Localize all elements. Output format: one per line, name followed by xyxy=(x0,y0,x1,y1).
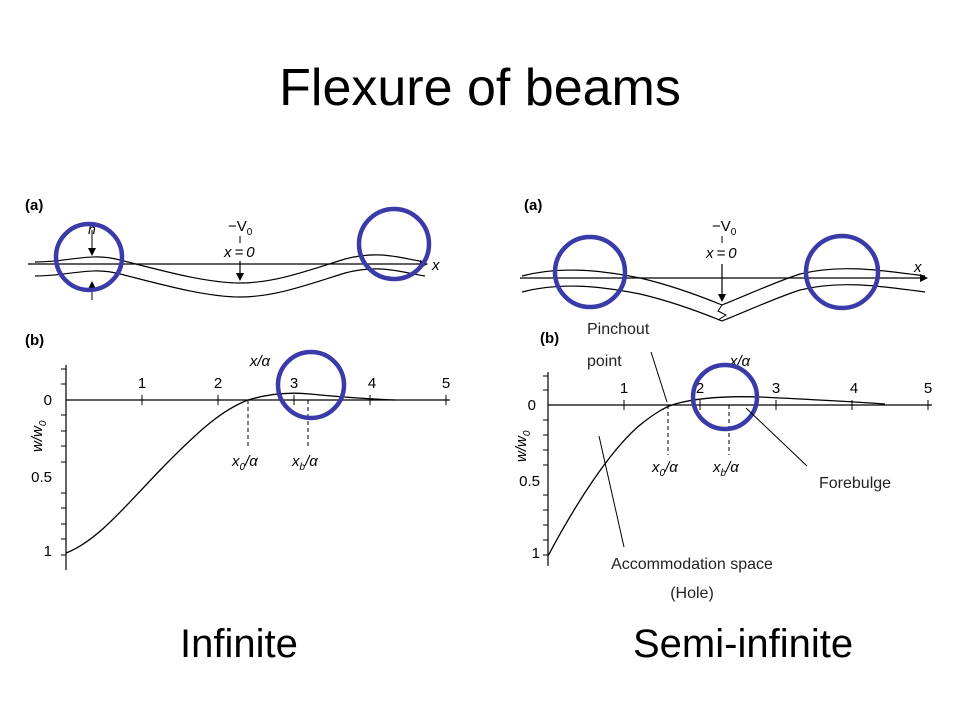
infinite-beam-top xyxy=(34,254,426,284)
accommodation-label-line2: (Hole) xyxy=(670,585,714,602)
semi-panel-b-label: (b) xyxy=(540,330,559,347)
semi-b-xtick-4: 4 xyxy=(850,380,858,397)
infinite-panel-b: (b) 1 2 3 4 5 x/α 0 0.5 1 w/w0 x0/α xb/α xyxy=(25,332,450,570)
semi-b-ytick-0: 0 xyxy=(528,397,536,414)
semi-b-xtick-2: 2 xyxy=(696,380,704,397)
infinite-b-minor-ticks xyxy=(61,368,447,556)
semi-panel-b: (b) 1 2 3 4 5 x/α 0 0.5 1 w/w0 x0/α xb/α… xyxy=(513,321,932,602)
pinchout-label-line2: point xyxy=(587,353,622,370)
caption-infinite: Infinite xyxy=(180,622,298,666)
pinchout-pointer xyxy=(650,351,668,403)
highlight-circle-semi-left xyxy=(552,234,628,310)
semi-b-xtick-5: 5 xyxy=(924,380,932,397)
infinite-b-xtick-1: 1 xyxy=(138,375,146,392)
slide-title: Flexure of beams xyxy=(279,59,681,117)
infinite-xb-label: xb/α xyxy=(291,453,318,473)
semi-x0-label: x0/α xyxy=(651,459,678,479)
highlight-circle-left-bulge xyxy=(53,221,125,293)
semi-load-label: −V0 xyxy=(712,218,737,238)
infinite-b-ytick-05: 0.5 xyxy=(31,469,52,486)
semi-b-xtick-1: 1 xyxy=(620,380,628,397)
infinite-deflection-curve xyxy=(65,392,396,554)
infinite-b-xtick-4: 4 xyxy=(368,375,376,392)
semi-b-ytick-1: 1 xyxy=(532,545,540,562)
forebulge-label: Forebulge xyxy=(819,475,891,492)
infinite-panel-b-label: (b) xyxy=(25,332,44,349)
pinchout-label-line1: Pinchout xyxy=(587,321,650,338)
infinite-b-ytick-0: 0 xyxy=(44,392,52,409)
highlight-circle-semi-right xyxy=(803,233,881,311)
infinite-b-x-axis-label: x/α xyxy=(249,353,271,370)
infinite-b-xtick-5: 5 xyxy=(442,375,450,392)
semi-break-mark xyxy=(717,304,728,321)
infinite-origin-label: x = 0 xyxy=(223,244,255,261)
infinite-panel-a-label: (a) xyxy=(25,197,43,214)
semi-b-ytick-05: 0.5 xyxy=(519,473,540,490)
infinite-x0-label: x0/α xyxy=(231,453,258,473)
accommodation-pointer xyxy=(598,435,625,548)
highlight-circle-infinite-forebulge xyxy=(275,349,347,421)
semi-panel-a: (a) x −V0 x = 0 xyxy=(520,197,928,322)
highlight-circle-semi-forebulge xyxy=(690,362,760,432)
accommodation-label-line1: Accommodation space xyxy=(611,556,773,573)
semi-x-axis-label: x xyxy=(913,259,922,276)
thickness-label: h xyxy=(88,221,96,237)
infinite-b-xtick-3: 3 xyxy=(290,375,298,392)
semi-panel-a-label: (a) xyxy=(524,197,542,214)
infinite-panel-a: (a) x h −V0 x = 0 xyxy=(25,197,440,300)
infinite-x-axis-label: x xyxy=(431,257,440,274)
infinite-b-xtick-2: 2 xyxy=(214,375,222,392)
semi-b-y-axis-label: w/w0 xyxy=(513,430,533,462)
infinite-b-ytick-1: 1 xyxy=(44,543,52,560)
highlight-circle-right-bulge xyxy=(356,206,432,282)
semi-beam-bottom xyxy=(521,284,926,322)
semi-b-xtick-3: 3 xyxy=(772,380,780,397)
semi-xb-label: xb/α xyxy=(712,459,739,479)
forebulge-pointer xyxy=(745,407,808,467)
infinite-b-y-axis-label: w/w0 xyxy=(29,420,49,452)
semi-origin-label: x = 0 xyxy=(705,245,737,262)
infinite-load-label: −V0 xyxy=(228,218,253,238)
caption-semi-infinite: Semi-infinite xyxy=(633,622,854,666)
semi-deflection-curve xyxy=(547,396,886,557)
semi-beam-top xyxy=(521,268,926,306)
